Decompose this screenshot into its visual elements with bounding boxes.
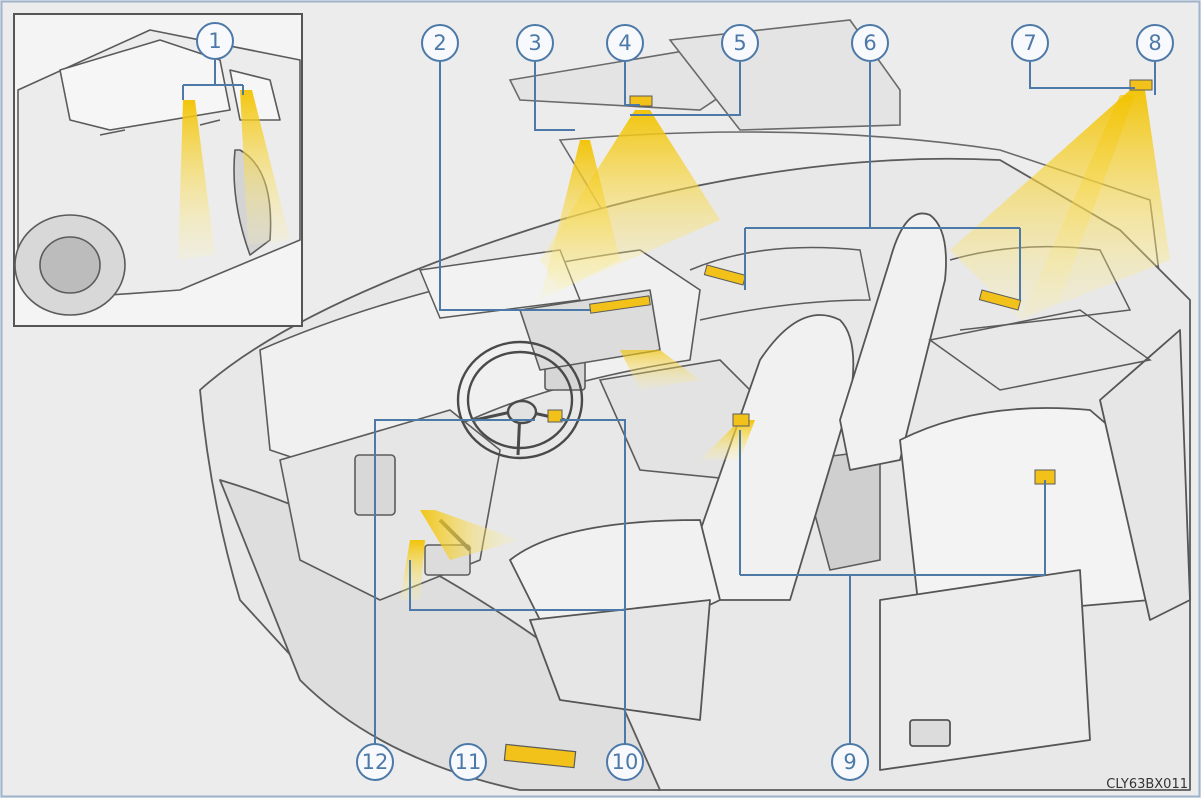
leader-5 [630, 62, 741, 116]
beam-console [620, 350, 700, 390]
callout-2: 2 [421, 24, 459, 62]
callout-1-label: 1 [208, 29, 221, 53]
callout-7: 7 [1011, 24, 1049, 62]
rear-dome-light [1129, 79, 1153, 91]
beam-seat-light [700, 420, 755, 460]
leader-12 [374, 419, 535, 750]
callout-4: 4 [606, 24, 644, 62]
leader-10 [409, 419, 626, 750]
callout-11-label: 11 [455, 750, 482, 774]
callout-1: 1 [196, 22, 234, 60]
leader-4 [624, 62, 640, 106]
leader-3 [534, 62, 575, 131]
beam-footwell [420, 510, 520, 560]
callout-8-label: 8 [1148, 31, 1161, 55]
callout-markers: 1 2 3 4 5 6 7 8 [196, 22, 1174, 781]
ornament-light-door-rear [978, 289, 1022, 311]
light-sources [547, 79, 1153, 485]
switch-light [547, 409, 563, 423]
callout-2-label: 2 [433, 31, 446, 55]
callout-lines [374, 62, 1156, 760]
inset-exterior-view [13, 13, 303, 327]
callout-10: 10 [606, 743, 644, 781]
callout-6: 6 [851, 24, 889, 62]
callout-6-label: 6 [863, 31, 876, 55]
inset-beam-rear [240, 90, 290, 245]
inset-beam-front [178, 100, 215, 260]
leader-6 [744, 62, 1021, 300]
seat-light-front [732, 413, 750, 427]
callout-4-label: 4 [618, 31, 631, 55]
callout-5-label: 5 [733, 31, 746, 55]
callout-5: 5 [721, 24, 759, 62]
callout-3: 3 [516, 24, 554, 62]
callout-3-label: 3 [528, 31, 541, 55]
beam-footwell-down [400, 540, 425, 600]
callout-7-label: 7 [1023, 31, 1036, 55]
beam-front-interior [540, 140, 620, 300]
beam-rear-interior-2 [1020, 95, 1135, 320]
scuff-plate-light [503, 743, 577, 769]
callout-8: 8 [1136, 24, 1174, 62]
leader-9 [739, 430, 1046, 750]
ornament-light-dash [589, 295, 651, 314]
callout-9-label: 9 [843, 750, 856, 774]
callout-11: 11 [449, 743, 487, 781]
callout-9: 9 [831, 743, 869, 781]
center-display [418, 249, 582, 319]
leader-7 [1029, 62, 1135, 89]
light-beams [400, 90, 1170, 600]
map-light [629, 95, 653, 107]
callout-12-label: 12 [362, 750, 389, 774]
leader-1 [182, 60, 244, 100]
passenger-seat [839, 212, 947, 471]
image-code: CLY63BX011 [1106, 777, 1188, 792]
leader-2 [439, 62, 590, 311]
callout-12: 12 [356, 743, 394, 781]
rear-seats [879, 329, 1191, 771]
steering-wheel [456, 340, 584, 460]
callout-10-label: 10 [612, 750, 639, 774]
inset-car-body [14, 29, 301, 316]
